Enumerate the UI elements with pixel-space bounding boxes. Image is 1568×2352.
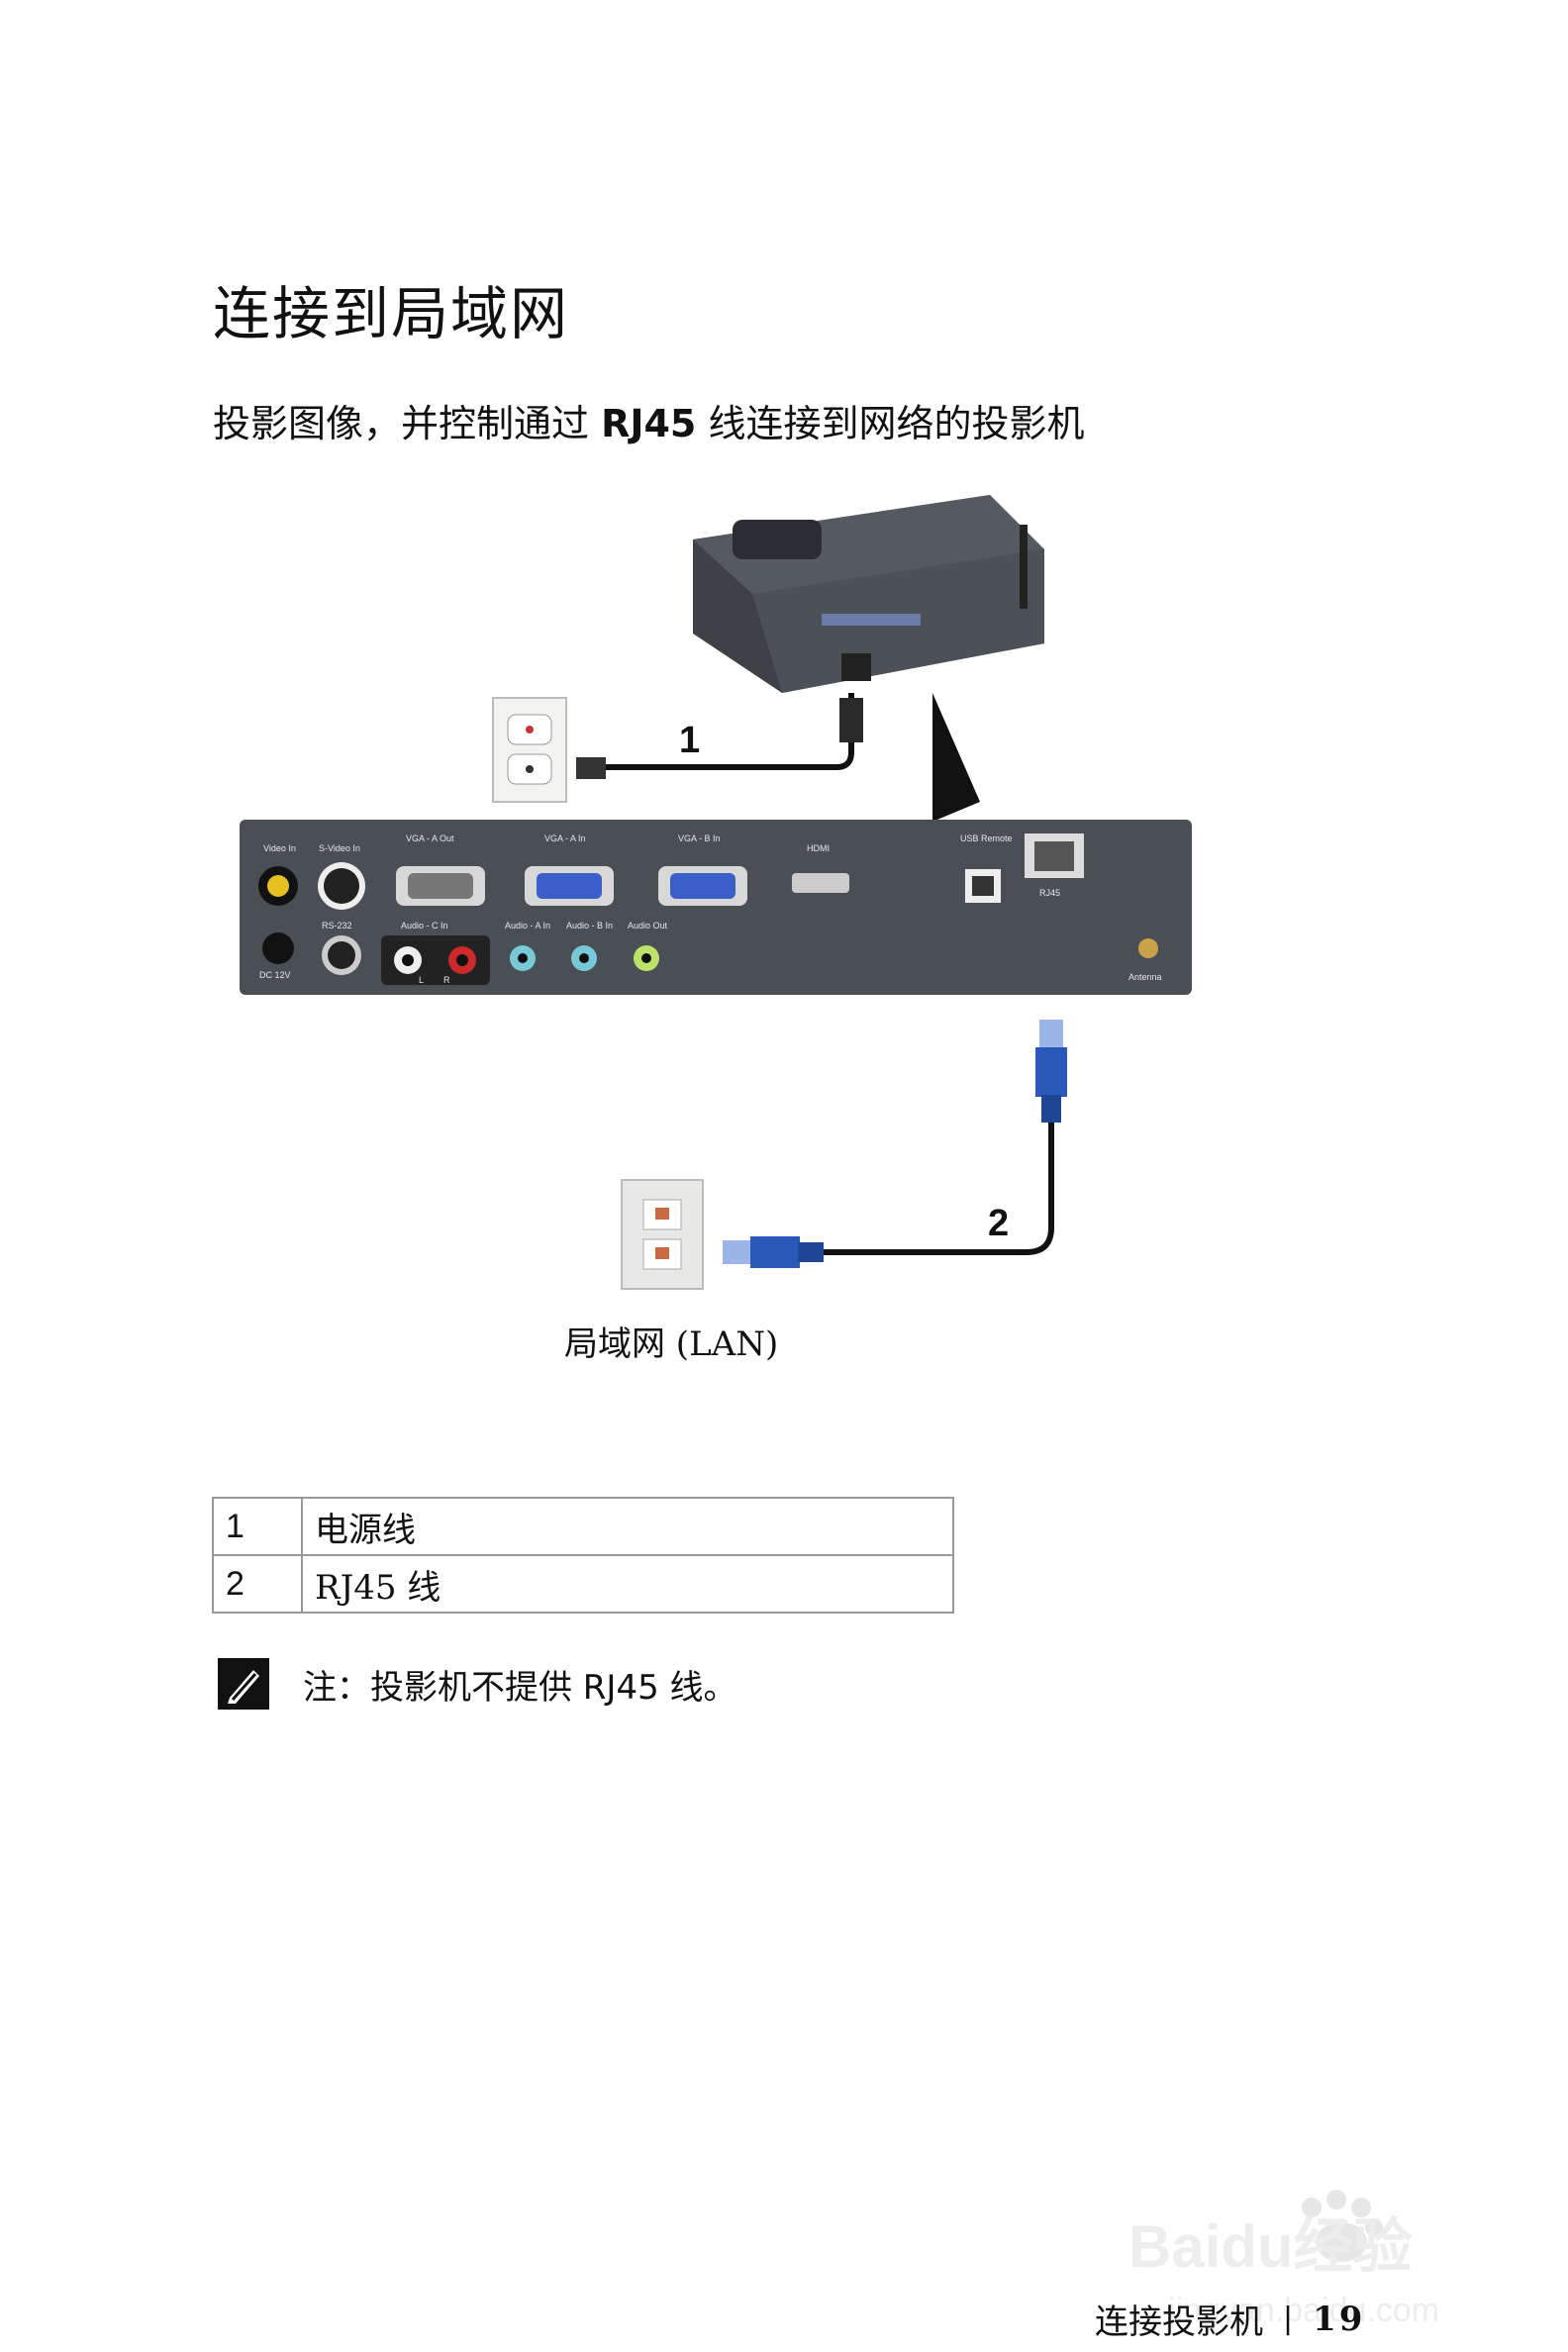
table-row: 1 电源线 (212, 1497, 954, 1556)
label-audio-out: Audio Out (628, 921, 668, 931)
rj45-cable (723, 1020, 1067, 1268)
label-audio-a-in: Audio - A In (505, 921, 550, 931)
projector-illustration (693, 495, 1044, 693)
legend-number: 1 (212, 1497, 303, 1556)
legend-number: 2 (212, 1554, 303, 1614)
legend-label: RJ45 线 (301, 1554, 954, 1614)
page-footer: 连接投影机 | 19 (1095, 2295, 1365, 2343)
diagram-caption: 局域网 (LAN) (564, 1324, 779, 1364)
label-audio-c-in: Audio - C In (401, 921, 448, 931)
page-title: 连接到局域网 (213, 280, 570, 347)
zoom-indicator (932, 693, 980, 822)
rear-panel: Video In S-Video In VGA - A Out VGA - A … (240, 820, 1192, 995)
legend-label: 电源线 (301, 1497, 954, 1556)
label-audio-b-in: Audio - B In (566, 921, 613, 931)
callout-2: 2 (988, 1203, 1009, 1244)
label-dc-12v: DC 12V (259, 970, 291, 980)
label-rj45: RJ45 (1039, 888, 1060, 898)
connection-diagram: 1 Video In (240, 495, 1192, 1290)
label-vga-b-in: VGA - B In (678, 833, 721, 843)
pencil-note-icon (218, 1658, 269, 1710)
label-r: R (443, 975, 450, 985)
power-cable (576, 693, 863, 779)
label-video-in: Video In (263, 843, 296, 853)
label-vga-a-in: VGA - A In (544, 833, 586, 843)
callout-1: 1 (679, 720, 700, 761)
watermark-url: jingyan.baidu.com (1167, 2292, 1439, 2329)
label-rs232: RS-232 (322, 921, 352, 931)
lan-wall-jack-icon (621, 1179, 704, 1290)
note: 注：投影机不提供 RJ45 线。 (218, 1658, 737, 1710)
label-s-video-in: S-Video In (319, 843, 360, 853)
footer-section: 连接投影机 (1095, 2303, 1263, 2342)
footer-separator: | (1283, 2302, 1294, 2336)
label-antenna: Antenna (1128, 972, 1162, 982)
table-row: 2 RJ45 线 (212, 1554, 954, 1614)
note-text: 注：投影机不提供 RJ45 线。 (303, 1667, 737, 1708)
label-usb-remote: USB Remote (960, 833, 1013, 843)
page-number: 19 (1313, 2299, 1366, 2339)
label-vga-a-out: VGA - A Out (406, 833, 454, 843)
legend-table: 1 电源线 2 RJ45 线 (212, 1497, 954, 1614)
subtitle: 投影图像，并控制通过 RJ45 线连接到网络的投影机 (213, 402, 1085, 445)
baidu-jingyan-watermark: Baidu经验 jingyan.baidu.com (1128, 2190, 1439, 2329)
label-l: L (419, 975, 424, 985)
watermark-brand: Baidu经验 (1128, 2213, 1413, 2280)
label-hdmi: HDMI (807, 843, 830, 853)
power-outlet-icon (492, 697, 567, 803)
